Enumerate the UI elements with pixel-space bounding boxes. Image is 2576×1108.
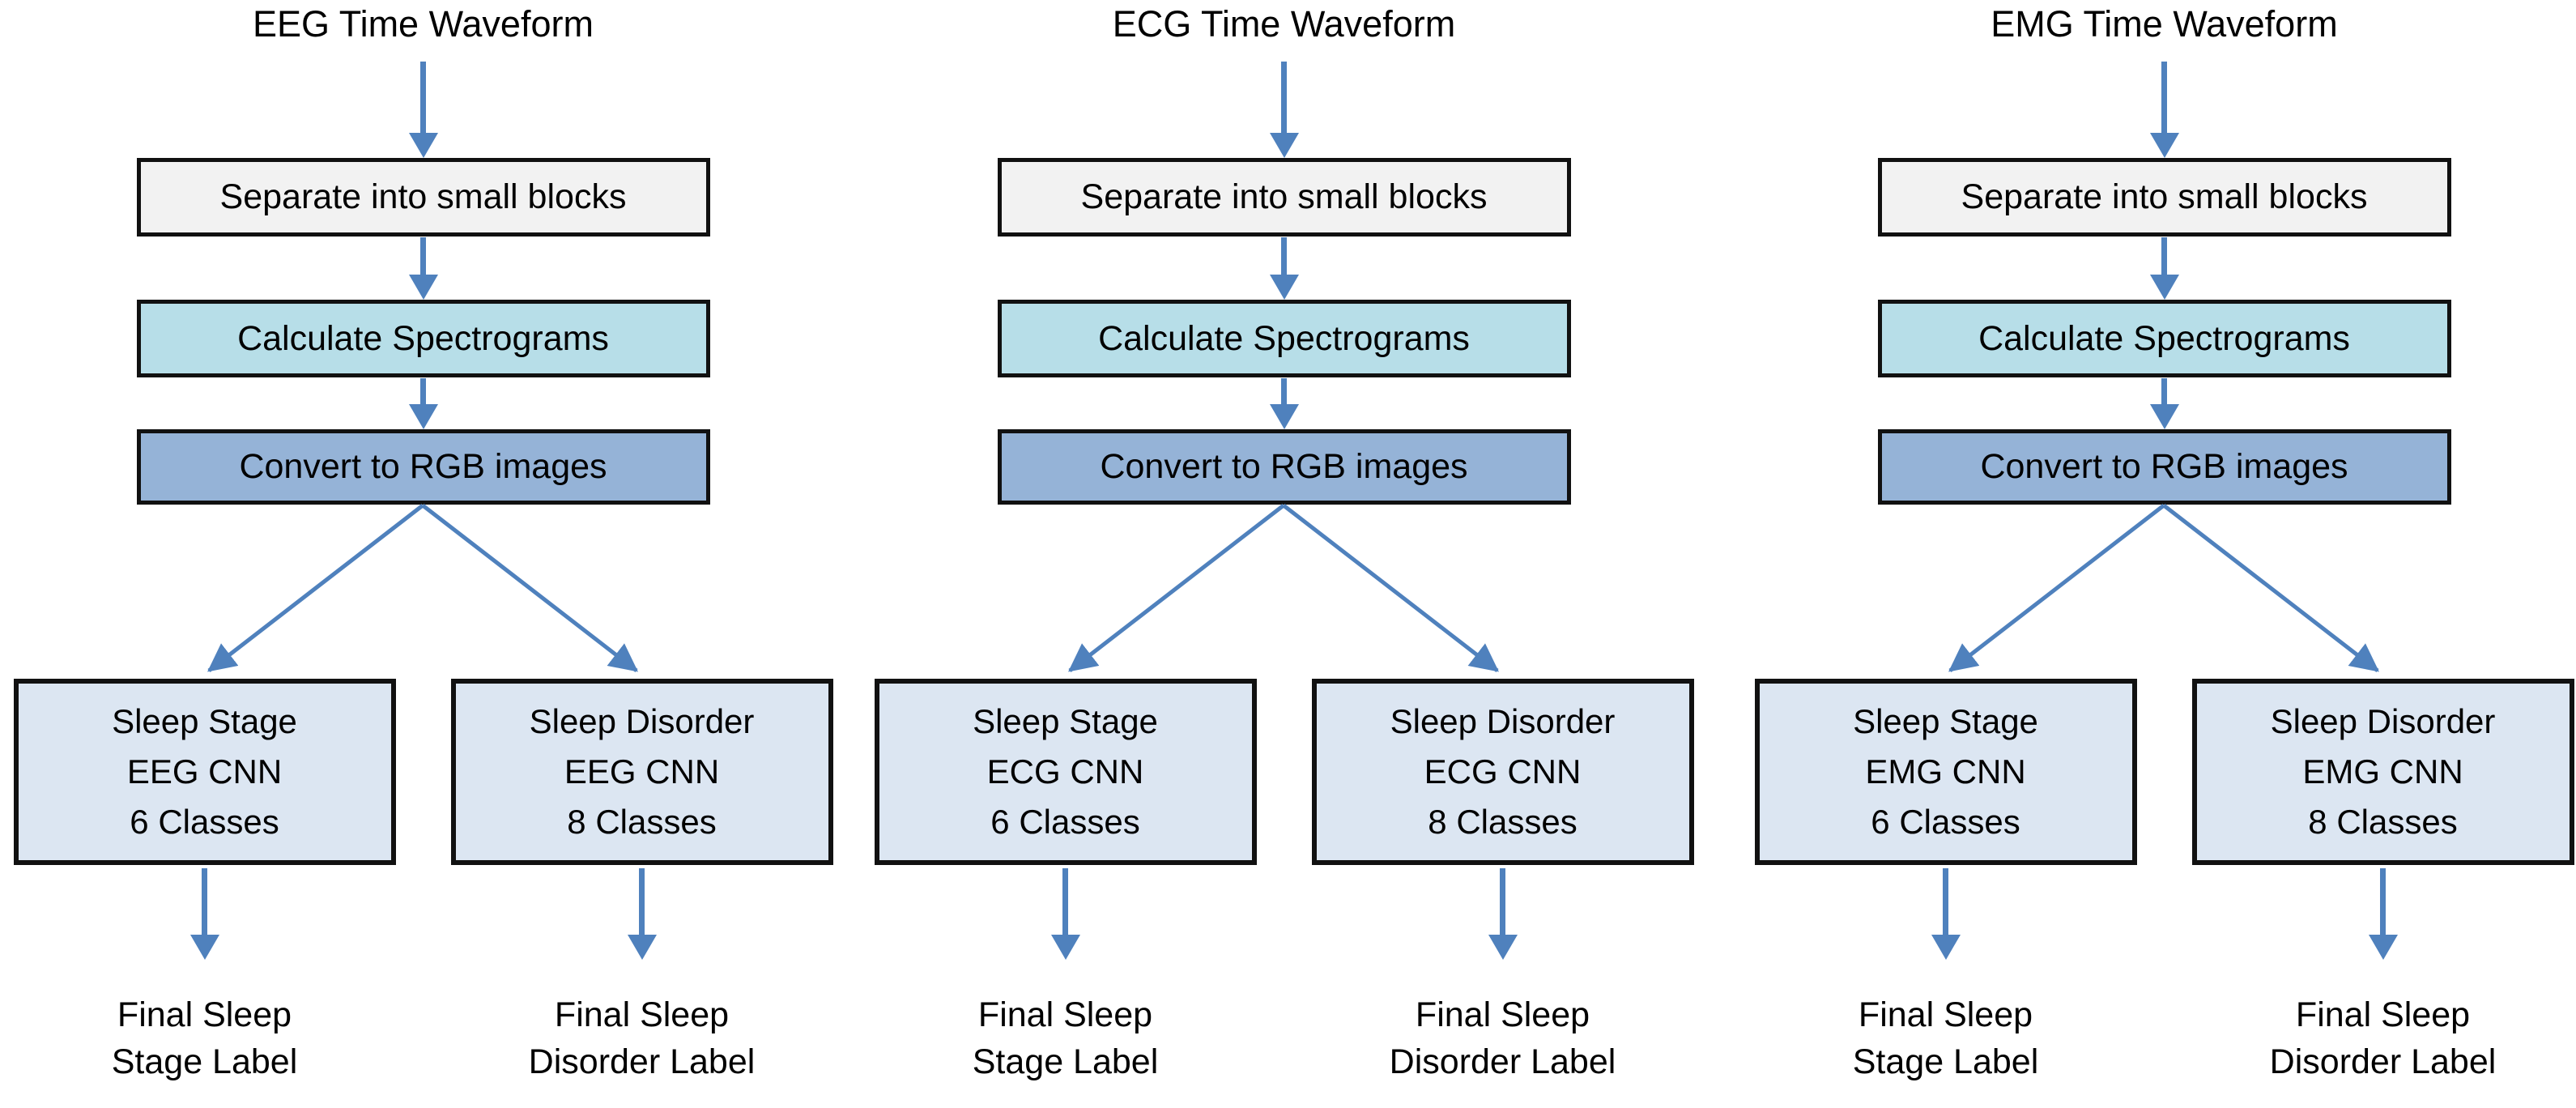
arrow-stem: [1281, 62, 1287, 134]
pipeline-column-eeg: EEG Time Waveform Separate into small bl…: [0, 0, 846, 1108]
arrow-head: [408, 275, 438, 300]
column-title: EMG Time Waveform: [1991, 3, 2338, 45]
final-label-line: Stage Label: [111, 1042, 298, 1081]
final-label-line: Stage Label: [972, 1042, 1159, 1081]
cnn-box-line: EMG CNN: [2302, 752, 2463, 791]
cnn-box-line: EEG CNN: [564, 752, 720, 791]
arrow-head: [2149, 133, 2179, 158]
step-calculate-spectrograms: Calculate Spectrograms: [1877, 300, 2451, 377]
cnn-box-line: 6 Classes: [130, 803, 279, 841]
cnn-box-line: EEG CNN: [126, 752, 283, 791]
cnn-box-sleep-disorder: Sleep Disorder EMG CNN 8 Classes: [2191, 679, 2574, 865]
arrow-head: [1269, 404, 1299, 429]
final-label-line: Stage Label: [1852, 1042, 2039, 1081]
cnn-box-line: ECG CNN: [1424, 752, 1582, 791]
cnn-box-line: Sleep Disorder: [2270, 702, 2496, 740]
cnn-box-line: EMG CNN: [1865, 752, 2026, 791]
arrow-stem: [2161, 62, 2167, 134]
arrow-head: [1050, 935, 1080, 960]
arrow-stem: [2380, 868, 2386, 936]
arrow-stem: [2161, 378, 2167, 406]
cnn-box-sleep-stage: Sleep Stage EEG CNN 6 Classes: [13, 679, 396, 865]
final-label-sleep-disorder: Final Sleep Disorder Label: [2205, 991, 2561, 1085]
cnn-box-line: 8 Classes: [567, 803, 717, 841]
final-label-line: Disorder Label: [2269, 1042, 2497, 1081]
arrow-head: [1931, 935, 1961, 960]
final-label-line: Final Sleep: [2295, 995, 2471, 1034]
arrow-stem: [1062, 868, 1068, 936]
cnn-box-line: 6 Classes: [990, 803, 1140, 841]
step-calculate-spectrograms: Calculate Spectrograms: [997, 300, 1571, 377]
cnn-box-sleep-disorder: Sleep Disorder EEG CNN 8 Classes: [450, 679, 833, 865]
arrow-stem: [420, 62, 426, 134]
cnn-box-sleep-stage: Sleep Stage ECG CNN 6 Classes: [874, 679, 1257, 865]
arrow-head: [408, 404, 438, 429]
pipeline-column-emg: EMG Time Waveform Separate into small bl…: [1741, 0, 2576, 1108]
cnn-box-line: 8 Classes: [2308, 803, 2458, 841]
final-label-line: Disorder Label: [1389, 1042, 1616, 1081]
arrow-stem: [1281, 237, 1287, 276]
cnn-box-line: Sleep Stage: [973, 702, 1158, 740]
arrow-head: [2149, 404, 2179, 429]
step-separate-blocks: Separate into small blocks: [136, 158, 710, 237]
cnn-box-sleep-stage: Sleep Stage EMG CNN 6 Classes: [1754, 679, 2137, 865]
arrow-head: [2368, 935, 2398, 960]
arrow-stem: [420, 237, 426, 276]
cnn-box-line: Sleep Stage: [112, 702, 297, 740]
final-label-line: Disorder Label: [528, 1042, 756, 1081]
final-label-sleep-disorder: Final Sleep Disorder Label: [1325, 991, 1681, 1085]
cnn-box-sleep-disorder: Sleep Disorder ECG CNN 8 Classes: [1311, 679, 1694, 865]
final-label-line: Final Sleep: [117, 995, 292, 1034]
final-label-line: Final Sleep: [1858, 995, 2033, 1034]
step-calculate-spectrograms: Calculate Spectrograms: [136, 300, 710, 377]
arrow-stem: [202, 868, 207, 936]
arrow-head: [189, 935, 219, 960]
arrow-stem: [420, 378, 426, 406]
arrow-head: [1269, 275, 1299, 300]
arrow-head: [1488, 935, 1518, 960]
arrow-head: [627, 935, 657, 960]
split-arrows-icon: [1068, 504, 1499, 672]
arrow-stem: [1500, 868, 1505, 936]
cnn-box-line: ECG CNN: [986, 752, 1144, 791]
final-label-line: Final Sleep: [977, 995, 1153, 1034]
column-title: ECG Time Waveform: [1112, 3, 1456, 45]
step-convert-rgb: Convert to RGB images: [997, 429, 1571, 505]
arrow-head: [1269, 133, 1299, 158]
split-arrows-icon: [207, 504, 638, 672]
split-arrows-icon: [1948, 504, 2379, 672]
arrow-stem: [1943, 868, 1948, 936]
arrow-stem: [1281, 378, 1287, 406]
arrow-stem: [2161, 237, 2167, 276]
arrow-stem: [639, 868, 645, 936]
final-label-sleep-disorder: Final Sleep Disorder Label: [464, 991, 820, 1085]
cnn-box-line: Sleep Disorder: [1390, 702, 1616, 740]
cnn-box-line: Sleep Stage: [1853, 702, 2038, 740]
step-separate-blocks: Separate into small blocks: [1877, 158, 2451, 237]
pipeline-column-ecg: ECG Time Waveform Separate into small bl…: [861, 0, 1707, 1108]
final-label-sleep-stage: Final Sleep Stage Label: [1768, 991, 2124, 1085]
step-convert-rgb: Convert to RGB images: [1877, 429, 2451, 505]
final-label-sleep-stage: Final Sleep Stage Label: [27, 991, 383, 1085]
cnn-box-line: Sleep Disorder: [529, 702, 755, 740]
cnn-box-line: 8 Classes: [1428, 803, 1578, 841]
final-label-line: Final Sleep: [1415, 995, 1590, 1034]
step-convert-rgb: Convert to RGB images: [136, 429, 710, 505]
final-label-sleep-stage: Final Sleep Stage Label: [888, 991, 1244, 1085]
column-title: EEG Time Waveform: [253, 3, 594, 45]
final-label-line: Final Sleep: [554, 995, 730, 1034]
step-separate-blocks: Separate into small blocks: [997, 158, 1571, 237]
arrow-head: [2149, 275, 2179, 300]
cnn-box-line: 6 Classes: [1871, 803, 2020, 841]
arrow-head: [408, 133, 438, 158]
